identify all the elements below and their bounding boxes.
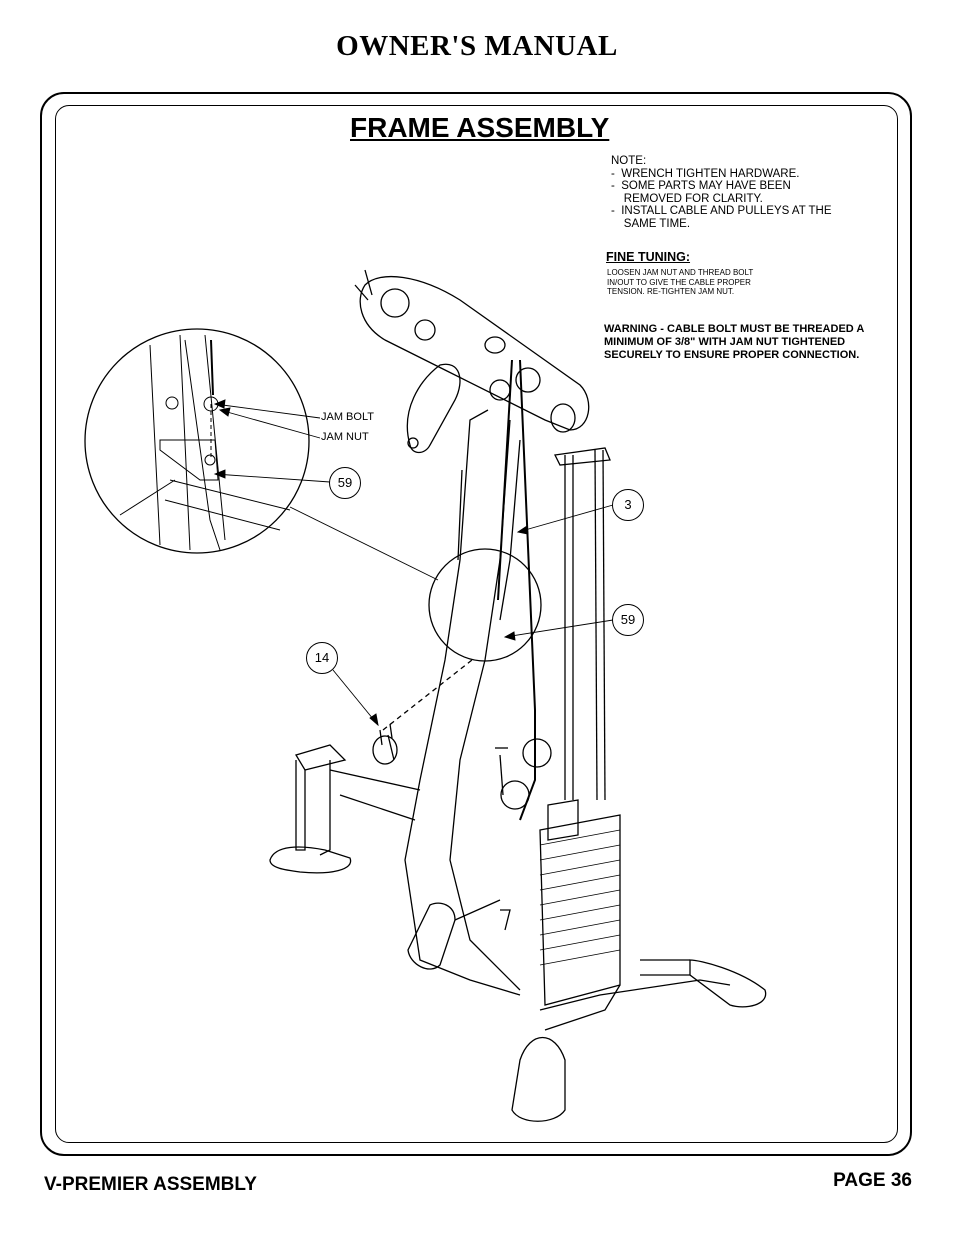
frame-assembly-illustration: [84, 269, 767, 1122]
arrowhead: [516, 525, 529, 535]
part-14-bubble: 14: [306, 642, 338, 674]
part-59-main-bubble: 59: [612, 604, 644, 636]
part-59-detail-leader: [214, 473, 331, 483]
detail-view-circle: [84, 328, 310, 554]
assembly-note: NOTE: - WRENCH TIGHTEN HARDWARE. - SOME …: [611, 155, 832, 230]
cable-bolt-warning: WARNING - CABLE BOLT MUST BE THREADED A …: [604, 323, 864, 361]
jam-bolt-leader: [214, 403, 321, 419]
note-line: - WRENCH TIGHTEN HARDWARE.: [611, 167, 800, 180]
part-59-main-leader: [504, 619, 614, 638]
note-line: SAME TIME.: [611, 217, 691, 230]
note-heading: NOTE:: [611, 155, 647, 167]
arrowhead: [213, 469, 226, 479]
jam-nut-label: JAM NUT: [321, 431, 369, 443]
outer-page-border: [40, 92, 912, 1156]
footer-assembly-name: V-PREMIER ASSEMBLY: [44, 1174, 257, 1195]
note-line: REMOVED FOR CLARITY.: [611, 192, 763, 205]
jam-nut-leader: [219, 409, 321, 439]
part-14-leader: [332, 669, 379, 726]
part-3-bubble: 3: [612, 489, 644, 521]
footer-page-number: PAGE 36: [833, 1170, 912, 1191]
section-title: FRAME ASSEMBLY: [350, 112, 610, 143]
arrowhead: [503, 631, 516, 641]
arrowhead: [218, 407, 231, 417]
note-line: - INSTALL CABLE AND PULLEYS AT THE: [611, 205, 832, 217]
weight-stack-plates: [539, 829, 621, 966]
note-line: - SOME PARTS MAY HAVE BEEN: [611, 180, 791, 192]
fine-tuning-title: FINE TUNING:: [606, 250, 691, 264]
arrowhead: [213, 399, 226, 409]
jam-bolt-label: JAM BOLT: [321, 411, 374, 423]
part-3-leader: [517, 504, 614, 533]
fine-tuning-text: LOOSEN JAM NUT AND THREAD BOLT IN/OUT TO…: [607, 268, 754, 296]
arrowhead: [369, 713, 379, 727]
inner-page-border: [55, 105, 898, 1143]
detail-view-parts: [119, 334, 291, 551]
manual-title: OWNER'S MANUAL: [336, 30, 618, 62]
part-59-detail-bubble: 59: [329, 467, 361, 499]
